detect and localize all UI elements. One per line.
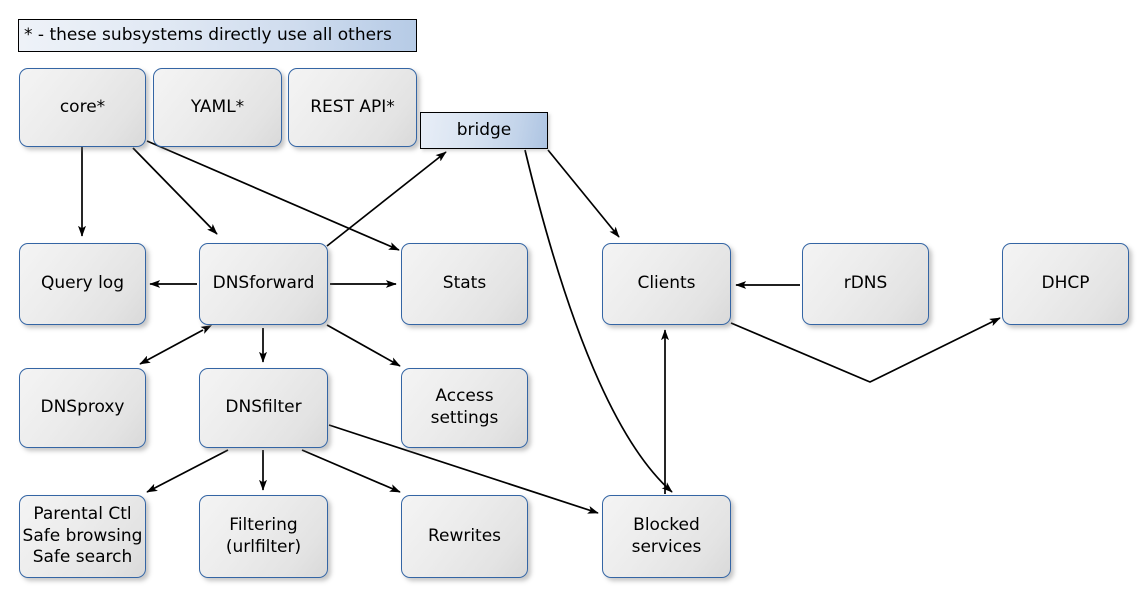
edge-bridge-to-clients — [547, 149, 620, 238]
node-label: core* — [59, 96, 106, 117]
legend-box: * - these subsystems directly use all ot… — [18, 19, 417, 52]
node-parental[interactable]: Parental Ctl Safe browsing Safe search — [19, 495, 146, 578]
edge-dnsforward-to-dnsproxy — [139, 325, 212, 365]
node-label: DNSfilter — [225, 397, 302, 418]
node-label: Clients — [637, 273, 696, 294]
node-dnsfilter[interactable]: DNSfilter — [199, 368, 328, 448]
node-clients[interactable]: Clients — [602, 243, 731, 325]
node-label: DHCP — [1041, 273, 1090, 294]
legend-text: * - these subsystems directly use all ot… — [24, 24, 392, 45]
node-bridge[interactable]: bridge — [420, 112, 548, 149]
node-dhcp[interactable]: DHCP — [1002, 243, 1129, 325]
edge-dnsfilter-to-rewrites — [301, 449, 401, 493]
edge-core-to-dnsforward — [132, 147, 218, 235]
edge-core-to-stats — [146, 140, 400, 251]
node-restapi[interactable]: REST API* — [288, 68, 417, 147]
node-core[interactable]: core* — [19, 68, 146, 147]
node-rdns[interactable]: rDNS — [802, 243, 929, 325]
node-blockedservices[interactable]: Blocked services — [602, 495, 731, 578]
node-label: Query log — [41, 273, 124, 294]
node-label: bridge — [456, 119, 512, 140]
edge-clients-to-dhcp — [730, 317, 1001, 383]
edge-dnsforward-to-bridge — [326, 151, 447, 247]
node-label: DNSproxy — [40, 397, 125, 418]
node-dnsproxy[interactable]: DNSproxy — [19, 368, 146, 448]
node-label: Rewrites — [427, 525, 502, 546]
node-label: Access settings — [430, 386, 499, 428]
node-label: YAML* — [190, 96, 245, 117]
node-rewrites[interactable]: Rewrites — [401, 495, 528, 578]
edge-dnsfilter-to-parental — [146, 449, 229, 493]
node-label: rDNS — [843, 273, 888, 294]
node-label: Filtering (urlfilter) — [225, 514, 302, 557]
node-label: DNSforward — [212, 273, 315, 294]
node-accesssettings[interactable]: Access settings — [401, 368, 528, 448]
node-label: Stats — [442, 273, 487, 294]
node-label: Blocked services — [631, 514, 702, 557]
node-querylog[interactable]: Query log — [19, 243, 146, 325]
node-filtering[interactable]: Filtering (urlfilter) — [199, 495, 328, 578]
node-label: REST API* — [310, 96, 395, 117]
node-dnsforward[interactable]: DNSforward — [199, 243, 328, 325]
node-stats[interactable]: Stats — [401, 243, 528, 325]
node-label: Parental Ctl Safe browsing Safe search — [22, 503, 143, 568]
edge-dnsforward-to-accesssettings — [326, 324, 401, 367]
node-yaml[interactable]: YAML* — [153, 68, 282, 147]
